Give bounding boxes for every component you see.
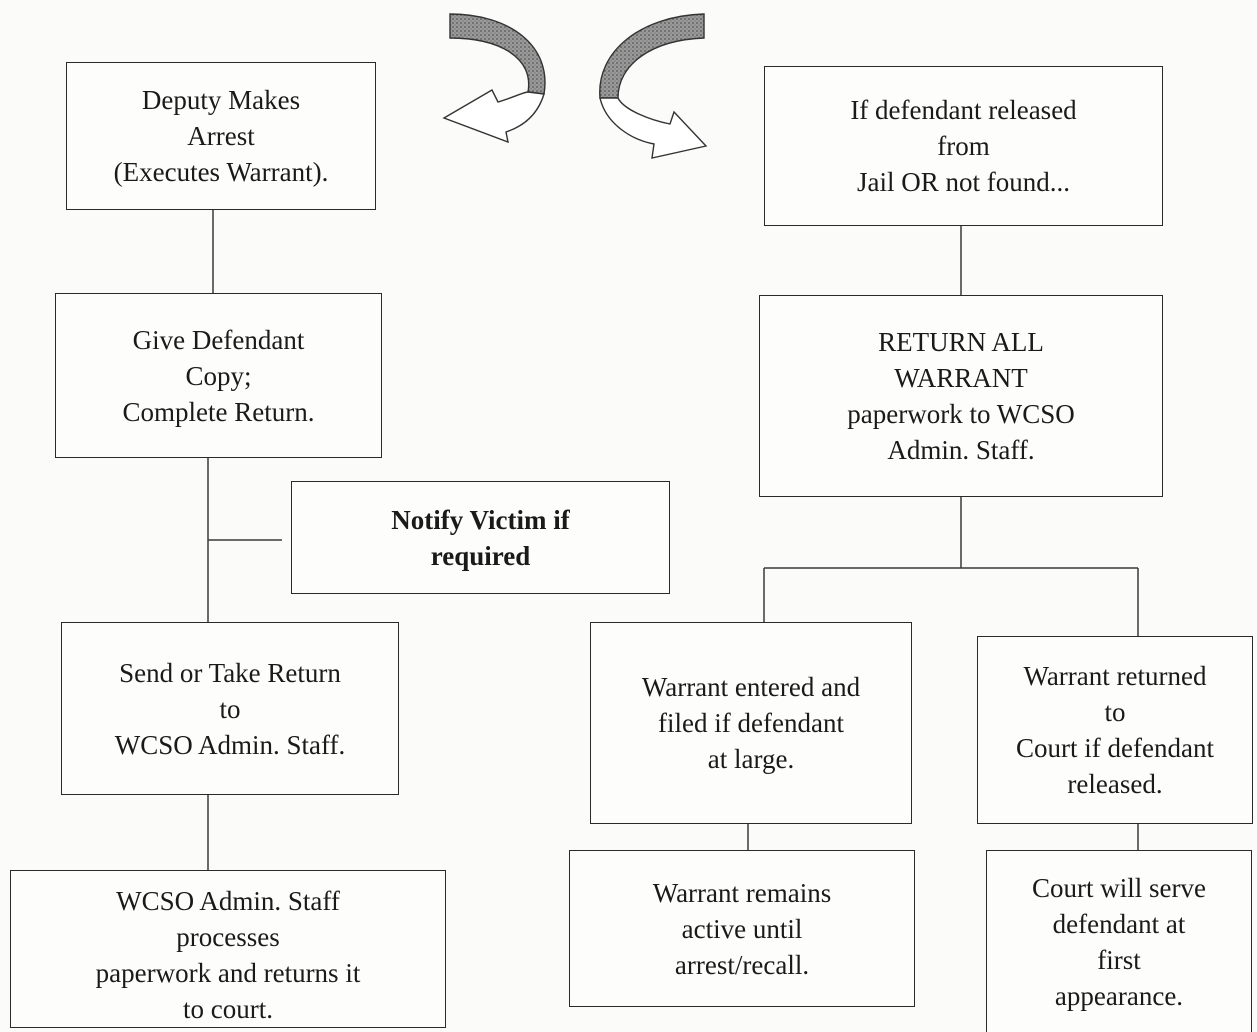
released-or-not-found-box: If defendant released from Jail OR not f… — [764, 66, 1163, 226]
curved-arrow-right-icon — [599, 13, 708, 159]
send-return-box: Send or Take Return to WCSO Admin. Staff… — [61, 622, 399, 795]
entered-filed-box: Warrant entered and filed if defendant a… — [590, 622, 912, 824]
court-will-serve-text: Court will serve defendant at first appe… — [1032, 872, 1206, 1011]
notify-victim-text: Notify Victim if required — [391, 504, 570, 571]
remains-active-box: Warrant remains active until arrest/reca… — [569, 850, 915, 1007]
give-copy-text: Give Defendant Copy; Complete Return. — [122, 324, 315, 427]
curved-arrow-left-icon — [442, 13, 546, 144]
deputy-arrest-box: Deputy Makes Arrest (Executes Warrant). — [66, 62, 376, 210]
notify-victim-box: Notify Victim if required — [291, 481, 670, 594]
send-return-text: Send or Take Return to WCSO Admin. Staff… — [114, 657, 346, 760]
give-copy-box: Give Defendant Copy; Complete Return. — [55, 293, 382, 458]
court-will-serve-box: Court will serve defendant at first appe… — [986, 850, 1252, 1032]
entered-filed-text: Warrant entered and filed if defendant a… — [641, 672, 861, 774]
admin-processes-text: WCSO Admin. Staff processes paperwork an… — [95, 886, 361, 1024]
remains-active-text: Warrant remains active until arrest/reca… — [652, 877, 832, 980]
returned-to-court-box: Warrant returned to Court if defendant r… — [977, 636, 1253, 824]
return-all-text: RETURN ALL WARRANT paperwork to WCSO Adm… — [847, 327, 1075, 465]
deputy-arrest-text: Deputy Makes Arrest (Executes Warrant). — [113, 85, 329, 187]
admin-processes-box: WCSO Admin. Staff processes paperwork an… — [10, 870, 446, 1028]
released-or-not-found-text: If defendant released from Jail OR not f… — [850, 95, 1077, 197]
return-all-box: RETURN ALL WARRANT paperwork to WCSO Adm… — [759, 295, 1163, 497]
returned-to-court-text: Warrant returned to Court if defendant r… — [1016, 661, 1214, 799]
